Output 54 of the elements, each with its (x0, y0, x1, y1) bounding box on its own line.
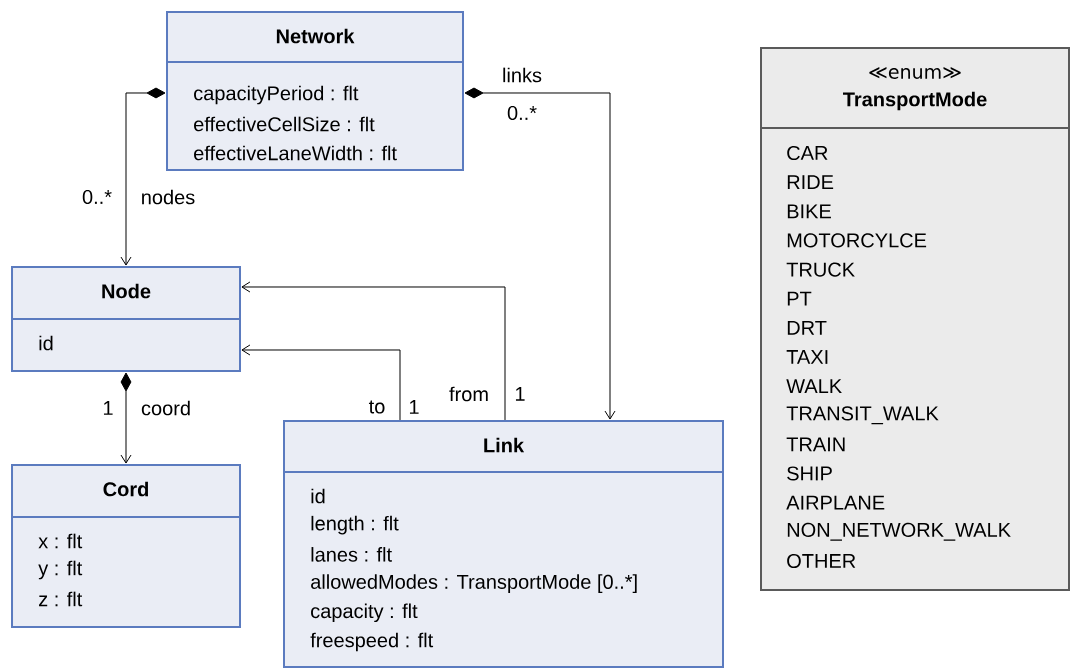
enum-value: PT (787, 291, 812, 306)
enum-value: CAR (787, 145, 828, 161)
multiplicity-label: 1 (513, 386, 527, 402)
enum-value: SHIP (787, 466, 832, 481)
attribute-text: effectiveLaneWidth : flt (194, 145, 397, 161)
role-label: to (367, 399, 387, 415)
multiplicity-label: 1 (407, 399, 421, 415)
class-box (283, 420, 724, 668)
enum-value: AIRPLANE (786, 495, 885, 510)
enum-value: BIKE (787, 204, 831, 219)
role-label: from (448, 385, 490, 403)
attribute-text: x : flt (38, 533, 83, 549)
association-line (464, 87, 616, 420)
enum-value: TRAIN (786, 437, 845, 452)
class-box (11, 464, 241, 628)
attribute-text: freespeed : flt (310, 632, 434, 652)
stereotype-label: ≪enum≫ (869, 67, 961, 79)
attribute-text: length : flt (311, 515, 399, 535)
attribute-text: id (311, 488, 325, 504)
attribute-text: y : flt (38, 560, 83, 580)
enum-value: OTHER (787, 553, 856, 569)
attribute-text: capacity : flt (311, 603, 418, 623)
multiplicity-label: 0..* (81, 188, 113, 206)
association-line (241, 344, 401, 421)
attribute-text: z : flt (39, 591, 83, 607)
role-label: nodes (139, 188, 197, 206)
multiplicity-label: 1 (101, 400, 115, 416)
attribute-text: capacityPeriod : flt (194, 85, 359, 105)
enum-value: WALK (786, 379, 842, 393)
role-label: coord (140, 399, 193, 417)
attribute-text: effectiveCellSize : flt (194, 116, 375, 132)
class-name: Link (484, 437, 525, 453)
class-name: Network (276, 28, 355, 44)
class-name: TransportMode (843, 91, 987, 111)
association-line (120, 372, 132, 464)
enum-value: NON_NETWORK_WALK (787, 522, 1011, 541)
enum-value: TRANSIT_WALK (786, 406, 939, 425)
attribute-text: allowedModes : TransportMode [0..*] (311, 574, 637, 593)
attribute-text: lanes : flt (311, 547, 392, 562)
role-label: links (501, 66, 543, 84)
multiplicity-label: 0..* (506, 104, 538, 122)
class-name: Node (102, 283, 151, 299)
class-box (166, 11, 464, 171)
class-name: Cord (103, 481, 148, 497)
association-line (241, 281, 506, 421)
enum-value: TRUCK (786, 262, 855, 277)
enum-value: RIDE (787, 175, 834, 189)
enum-value: TAXI (786, 350, 828, 364)
class-box (760, 47, 1070, 591)
enum-value: DRT (787, 320, 827, 335)
enum-value: MOTORCYLCE (787, 233, 927, 248)
attribute-text: id (39, 335, 53, 351)
association-line (120, 87, 166, 266)
class-box (11, 266, 241, 372)
